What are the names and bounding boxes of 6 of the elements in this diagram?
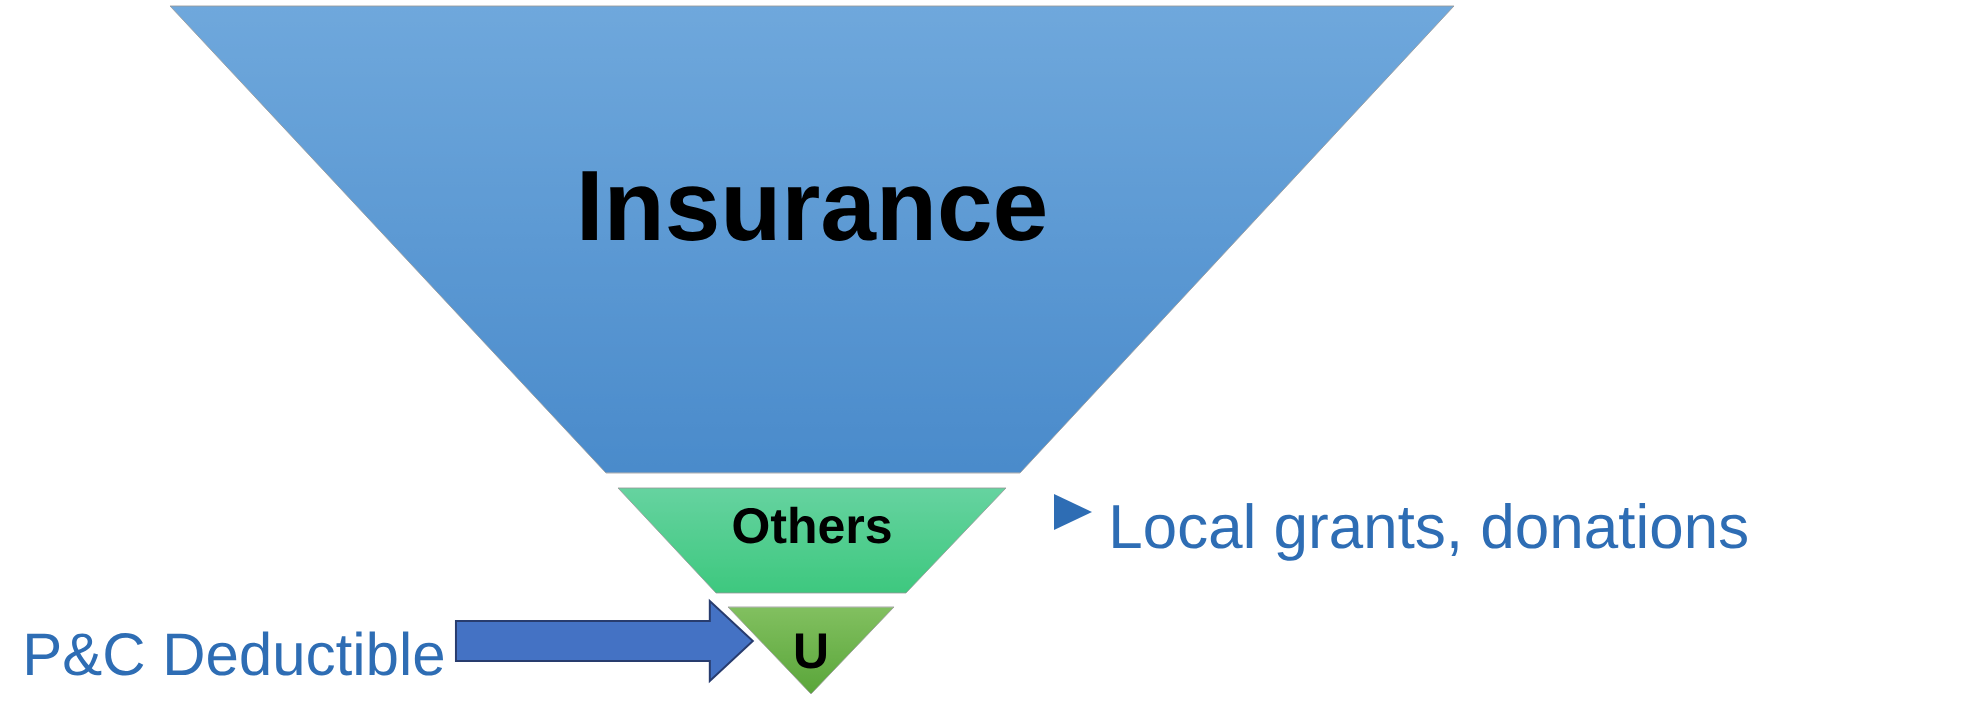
funnel-tip: U	[727, 606, 895, 695]
funnel-top-band: Insurance	[169, 5, 1455, 474]
bullet-text: Local grants, donations	[1054, 494, 1747, 561]
funnel-middle-band: Others	[617, 487, 1007, 594]
source-text: P&C Deductible	[27, 631, 443, 676]
block-arrow	[454, 598, 755, 684]
